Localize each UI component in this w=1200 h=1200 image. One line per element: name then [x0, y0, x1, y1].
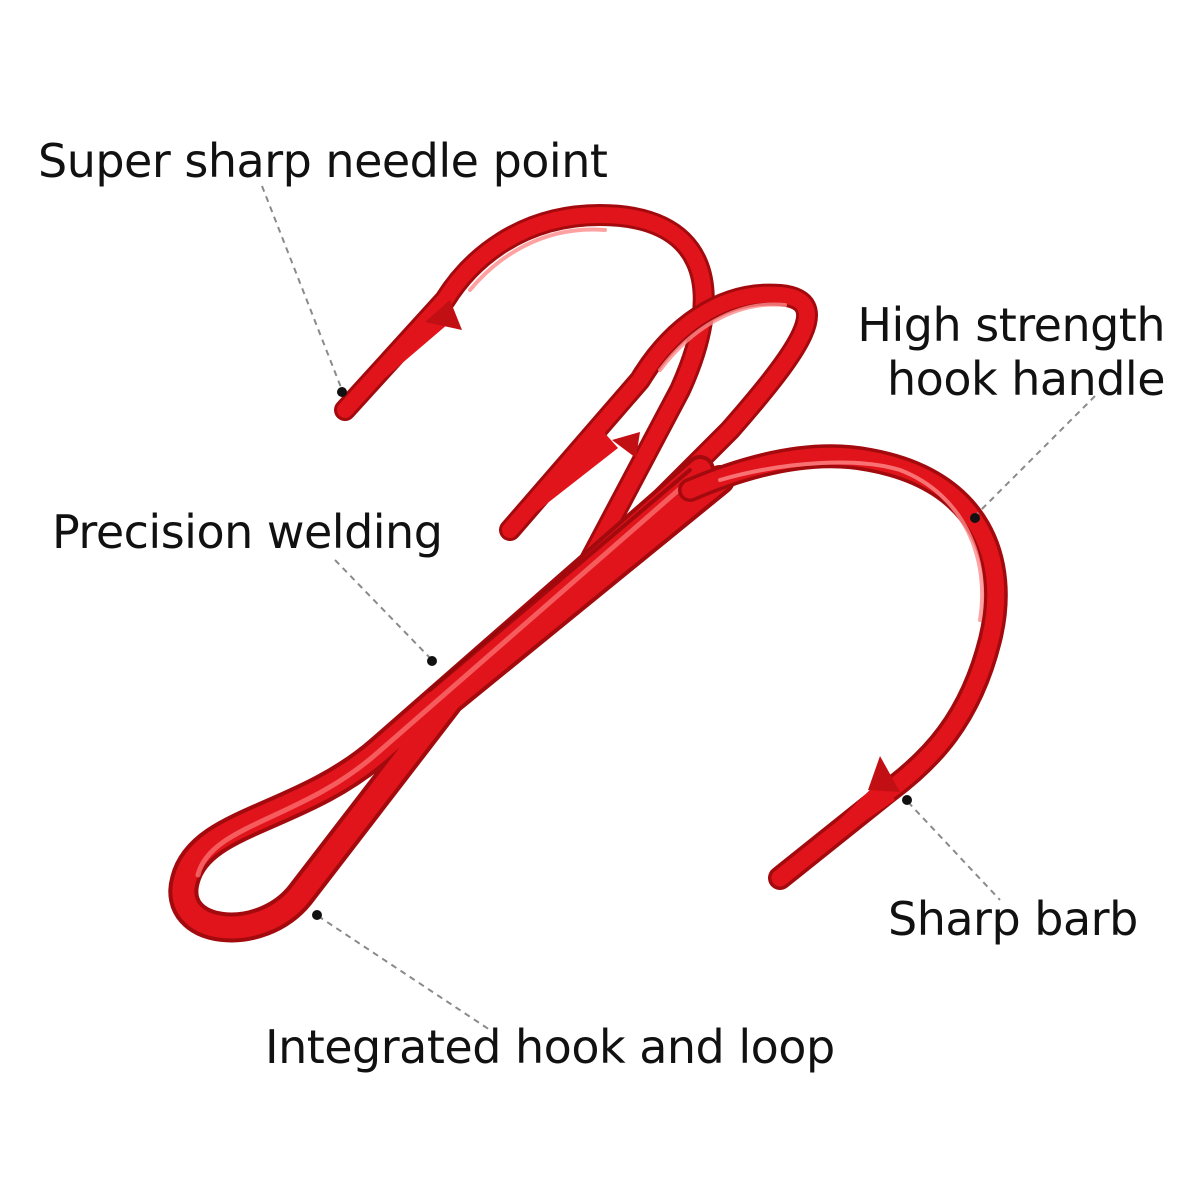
- needle-point-label: Super sharp needle point: [38, 134, 608, 188]
- hook-loop-label: Integrated hook and loop: [265, 1020, 835, 1074]
- hook-handle-label-line1: High strength: [857, 298, 1165, 352]
- hook-handle-label: High strength hook handle: [855, 298, 1165, 407]
- hook-handle-label-line2: hook handle: [887, 352, 1165, 407]
- hook-shank-and-loop: [168, 455, 735, 943]
- middle-hook: [499, 283, 818, 611]
- sharp-barb-label: Sharp barb: [888, 892, 1138, 946]
- callout-leaders: [261, 185, 1096, 1031]
- precision-welding-label: Precision welding: [52, 505, 443, 559]
- front-hook: [678, 444, 1008, 890]
